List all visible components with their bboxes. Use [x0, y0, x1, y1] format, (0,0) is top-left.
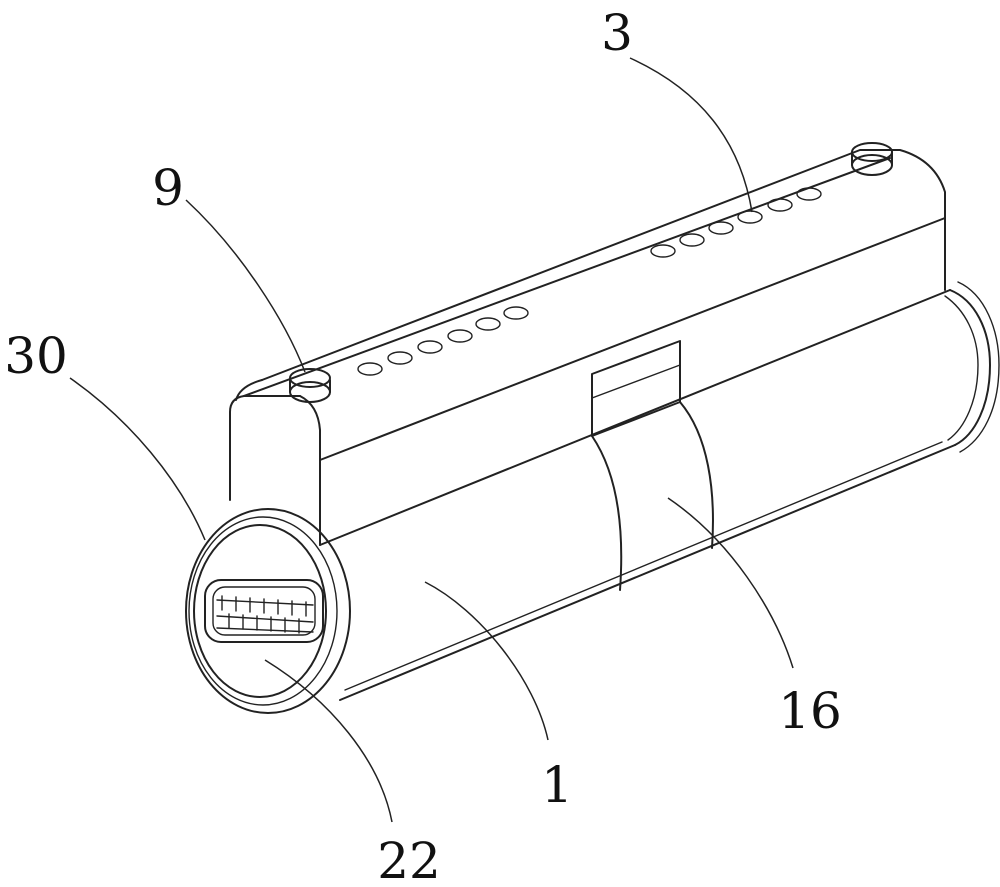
cylinder-body	[320, 282, 999, 700]
leader-1	[425, 582, 548, 740]
leader-30	[70, 378, 205, 540]
leader-9	[186, 200, 305, 372]
keyway	[205, 580, 323, 642]
label-22: 22	[377, 832, 441, 887]
top-holes	[358, 188, 821, 375]
label-3: 3	[601, 4, 633, 62]
label-30: 30	[4, 327, 68, 385]
leader-16	[668, 498, 793, 668]
leader-22	[265, 660, 392, 822]
label-16: 16	[778, 682, 842, 740]
label-1: 1	[541, 756, 573, 814]
leader-3	[630, 58, 752, 212]
screw-left	[290, 369, 330, 402]
front-face	[186, 509, 350, 713]
label-9: 9	[152, 159, 184, 217]
